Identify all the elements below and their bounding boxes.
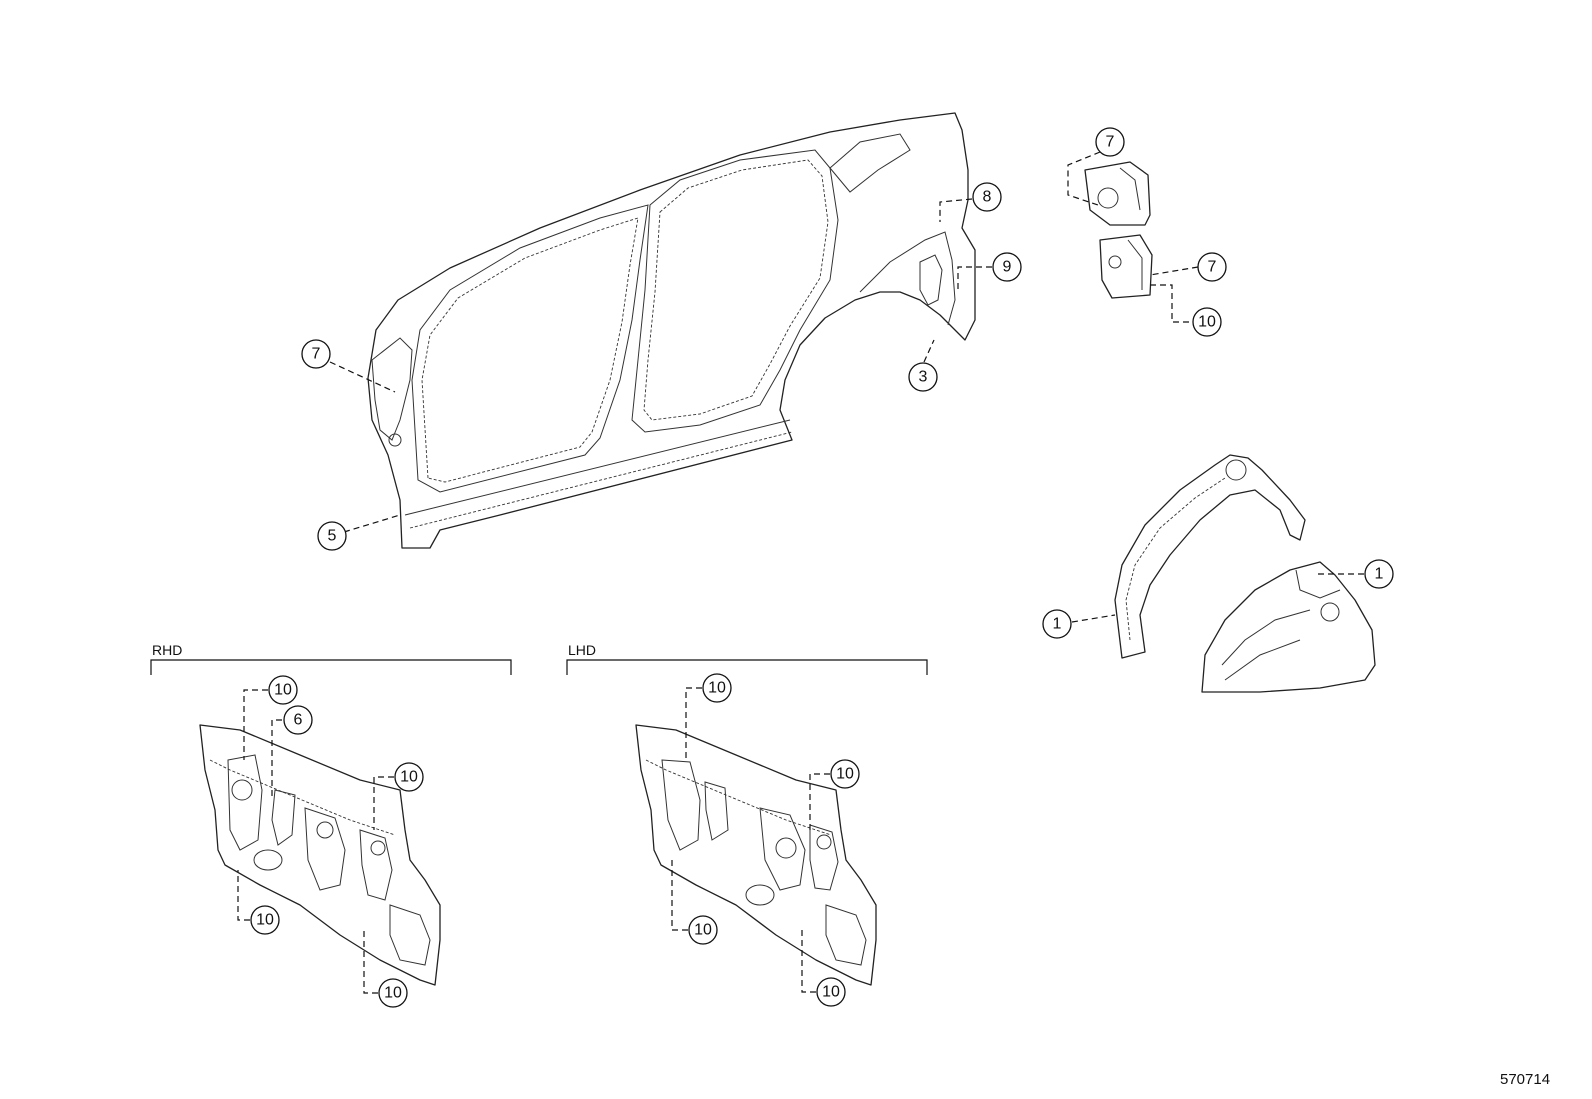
svg-text:10: 10	[384, 985, 402, 1002]
rhd-callout-10-bottom: 10	[378, 978, 408, 1008]
svg-text:10: 10	[256, 912, 274, 929]
svg-text:6: 6	[294, 712, 303, 729]
svg-text:5: 5	[328, 528, 337, 545]
callout-3: 3	[908, 362, 938, 392]
svg-text:10: 10	[708, 680, 726, 697]
svg-text:10: 10	[694, 922, 712, 939]
callout-7-side: 7	[301, 339, 331, 369]
lhd-label: LHD	[568, 642, 596, 658]
rhd-callout-10-right: 10	[394, 762, 424, 792]
rhd-callout-10-lower-left: 10	[250, 905, 280, 935]
rhd-callout-10-top: 10	[268, 675, 298, 705]
svg-text:8: 8	[983, 189, 992, 206]
wheelhouse-leaders	[1071, 573, 1364, 623]
svg-text:7: 7	[312, 346, 321, 363]
callout-5: 5	[317, 521, 347, 551]
callout-10-upper-right: 10	[1192, 307, 1222, 337]
callout-9: 9	[992, 252, 1022, 282]
rhd-bracket	[150, 659, 512, 675]
rhd-dash-panel	[199, 724, 441, 986]
body-side-leaders	[329, 198, 992, 533]
rhd-leaders	[237, 689, 394, 994]
lhd-callout-10-lower-left: 10	[688, 915, 718, 945]
lhd-dash-panel	[635, 724, 877, 986]
svg-text:1: 1	[1375, 566, 1384, 583]
svg-text:10: 10	[822, 984, 840, 1001]
callout-1-right: 1	[1364, 559, 1394, 589]
callout-1-left: 1	[1042, 609, 1072, 639]
upper-bracket-parts	[1084, 161, 1153, 299]
rhd-callout-6: 6	[283, 705, 313, 735]
svg-text:7: 7	[1106, 134, 1115, 151]
svg-text:1: 1	[1053, 616, 1062, 633]
lhd-leaders	[671, 687, 830, 993]
lhd-bracket	[566, 659, 928, 675]
svg-text:10: 10	[1198, 314, 1216, 331]
svg-text:10: 10	[274, 682, 292, 699]
svg-text:3: 3	[919, 369, 928, 386]
wheelhouse-parts	[1114, 454, 1376, 693]
svg-text:9: 9	[1003, 259, 1012, 276]
lhd-callout-10-bottom: 10	[816, 977, 846, 1007]
lhd-callout-10-right: 10	[830, 759, 860, 789]
rhd-label: RHD	[152, 642, 182, 658]
callout-8: 8	[972, 182, 1002, 212]
svg-text:7: 7	[1208, 259, 1217, 276]
svg-text:10: 10	[836, 766, 854, 783]
upper-bracket-leaders	[1067, 151, 1199, 323]
callout-7-mid: 7	[1197, 252, 1227, 282]
body-side-panel	[367, 112, 976, 549]
lhd-callout-10-top: 10	[702, 673, 732, 703]
reference-code: 570714	[1500, 1071, 1550, 1088]
callout-7-top: 7	[1095, 127, 1125, 157]
svg-text:10: 10	[400, 769, 418, 786]
